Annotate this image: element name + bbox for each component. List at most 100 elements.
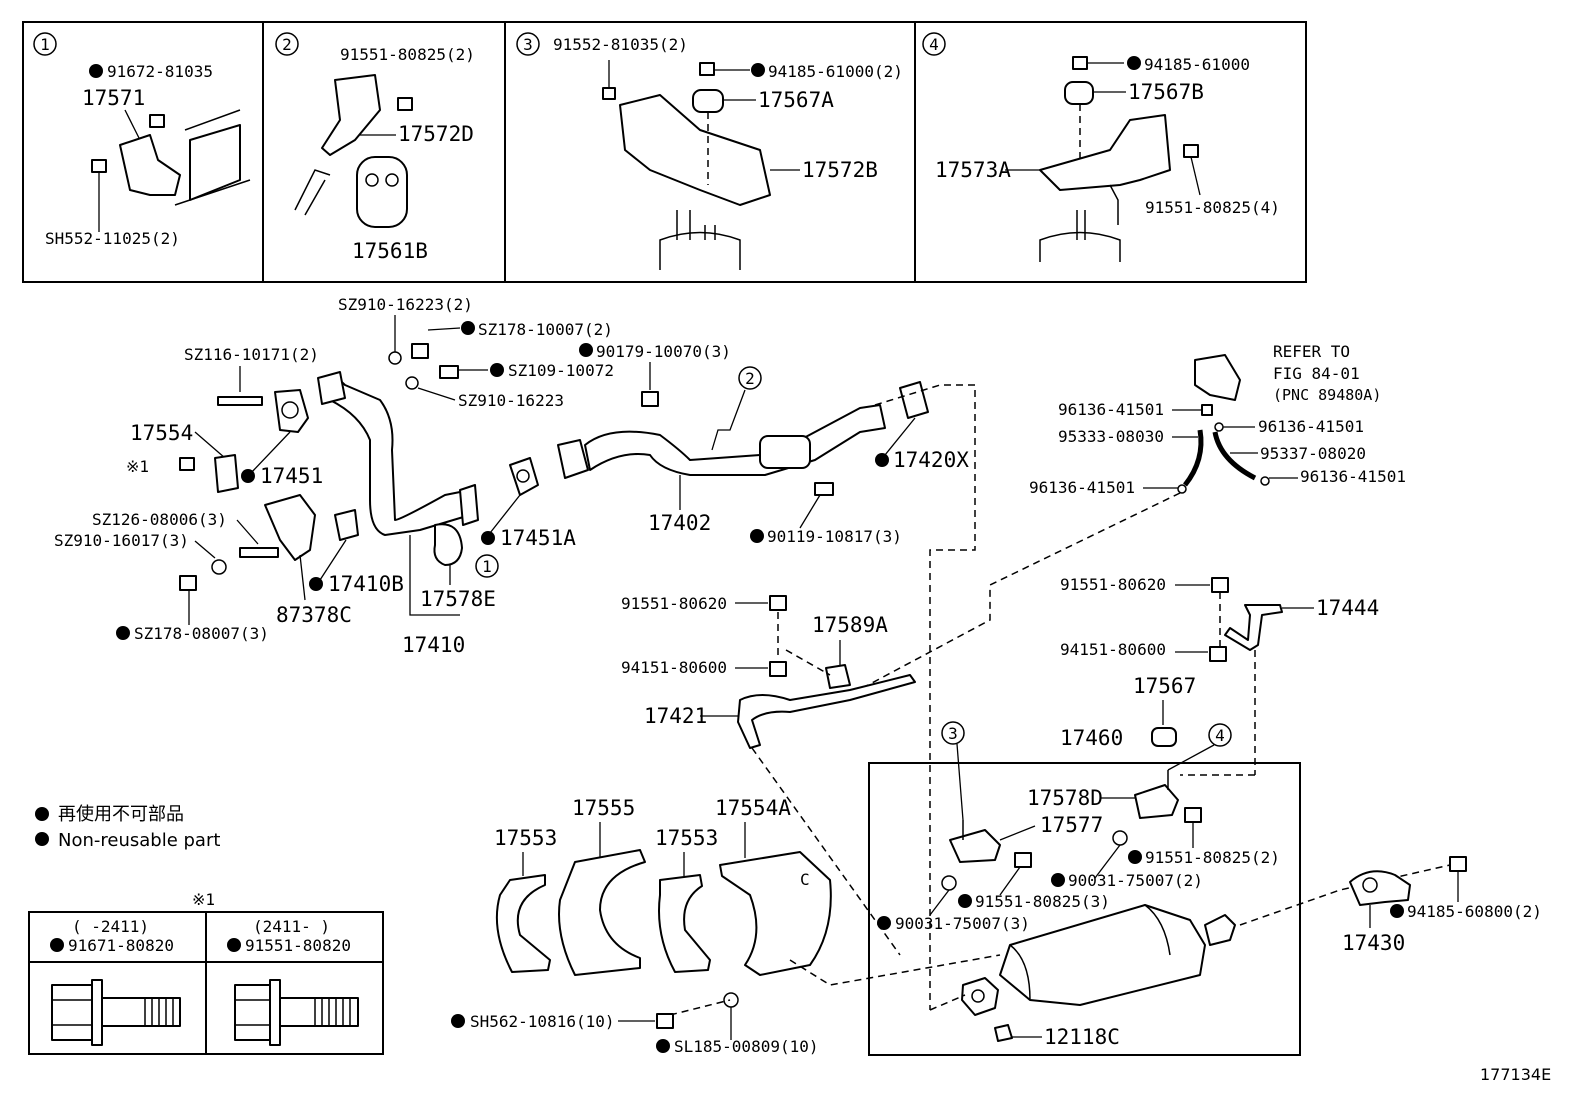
label: SZ126-08006(3): [92, 510, 227, 529]
legend-line-en: Non-reusable part: [58, 830, 220, 851]
part-91551-80825-4: 91551-80825(4): [1145, 198, 1280, 217]
label: SL185-00809(10): [674, 1037, 819, 1056]
sensor-connector: [1194, 354, 1241, 401]
front-pipe-group: SZ910-16223(2) SZ178-10007(2) SZ116-1017…: [54, 295, 614, 657]
bolt-91551-80820: [234, 979, 359, 1046]
label: SZ910-16223(2): [338, 295, 473, 314]
inset-4: 4 94185-61000 17567B 17573A 91551-80825(…: [922, 32, 1280, 262]
gasket-17420x: [899, 381, 929, 419]
label: 96136-41501: [1029, 478, 1135, 497]
inset-frame: [22, 21, 1307, 283]
part-sh552-11025: SH552-11025(2): [45, 229, 180, 248]
dpf-assembly-box: [868, 762, 1301, 1056]
bracket-17444: [1224, 604, 1283, 651]
legend: 再使用不可部品 Non-reusable part: [35, 804, 220, 851]
insulator-17553-right: [658, 874, 711, 973]
inset-1: 1 91672-81035 17571 SH552-11025(2): [33, 32, 251, 248]
label: 90179-10070(3): [596, 342, 731, 361]
label: SH562-10816(10): [470, 1012, 615, 1031]
gasket-17451: [274, 389, 309, 433]
gasket-17554: [214, 454, 239, 493]
insulator-17554a: [719, 851, 832, 976]
label: 94151-80600: [621, 658, 727, 677]
part-17573a: 17573A: [935, 158, 1011, 182]
bolt-table: ※1 ( -2411) 91671-80820 (2411- ) 91551-8…: [28, 890, 384, 1055]
svg-text:C: C: [800, 870, 810, 889]
diagram-id: 177134E: [1480, 1065, 1551, 1084]
dpf-inlet-flange: [961, 977, 999, 1016]
inset-1-number: 1: [40, 35, 50, 54]
label: SZ109-10072: [508, 361, 614, 380]
label: 91551-80620: [1060, 575, 1166, 594]
insulator-17555: [558, 849, 646, 976]
gasket-17410b: [334, 509, 359, 541]
label: (PNC 89480A): [1273, 386, 1381, 404]
part-17572b: 17572B: [802, 158, 878, 182]
legend-line-jp: 再使用不可部品: [58, 804, 184, 825]
part-17444: 17444: [1316, 596, 1379, 620]
ref-mark-1: ※1: [126, 457, 149, 476]
label: 96136-41501: [1258, 417, 1364, 436]
label: 96136-41501: [1058, 400, 1164, 419]
part-94185-61000: 94185-61000(2): [768, 62, 903, 81]
label: 90031-75007(2): [1068, 871, 1203, 890]
part-17553: 17553: [494, 826, 557, 850]
label: 90031-75007(3): [895, 914, 1030, 933]
bracket-group: 91551-80620 17589A 94151-80600 17421 915…: [621, 575, 1379, 749]
part-17571: 17571: [82, 86, 145, 110]
label: 90119-10817(3): [767, 527, 902, 546]
inset-3: 3 91552-81035(2) 94185-61000(2) 17567A 1…: [516, 32, 903, 270]
part-17410: 17410: [402, 633, 465, 657]
ref-circle-1: 1: [482, 557, 492, 576]
bolt-col2-range: (2411- ): [253, 917, 330, 936]
bolt: [149, 114, 165, 128]
label: 91551-80825(3): [975, 892, 1110, 911]
rubber-hanger: [356, 156, 408, 228]
label: REFER TO: [1273, 342, 1350, 361]
inset-4-number: 4: [929, 35, 939, 54]
insulator-17553-left: [495, 874, 551, 973]
part-17460: 17460: [1060, 726, 1123, 750]
part-12118c: 12118C: [1044, 1025, 1120, 1049]
inset-row: [22, 21, 1307, 283]
label: 94151-80600: [1060, 640, 1166, 659]
part-17578d: 17578D: [1027, 786, 1103, 810]
insulator-group: 17555 17554A 17553 17553 C SH562-10816(1…: [451, 747, 1001, 1056]
bolt-table-title: ※1: [192, 890, 215, 909]
part-17577: 17577: [1040, 813, 1103, 837]
part-94185-61000-b: 94185-61000: [1144, 55, 1250, 74]
inset-2: 2 91551-80825(2) 17572D 17561B: [275, 32, 475, 263]
label: SZ910-16223: [458, 391, 564, 410]
front-exhaust-pipe: [319, 375, 471, 536]
part-17554: 17554: [130, 421, 193, 445]
part-17567: 17567: [1133, 674, 1196, 698]
ref-circle-2: 2: [745, 369, 755, 388]
bracket-17577: [949, 829, 1001, 863]
part-17554a: 17554A: [715, 796, 791, 820]
bracket-17578d: [1134, 784, 1179, 819]
label: SZ910-16017(3): [54, 531, 189, 550]
label: 94185-60800(2): [1407, 902, 1542, 921]
bracket-17421: [737, 674, 916, 749]
ref-circle-3: 3: [948, 724, 958, 743]
resonator: [759, 435, 811, 469]
part-17451a: 17451A: [500, 526, 576, 550]
part-91552-81035: 91552-81035(2): [553, 35, 688, 54]
part-17567a: 17567A: [758, 88, 834, 112]
label: 91551-80620: [621, 594, 727, 613]
stud: [217, 396, 263, 406]
label: FIG 84-01: [1273, 364, 1360, 383]
part-91551-80825: 91551-80825(2): [340, 45, 475, 64]
part-17410b: 17410B: [328, 572, 404, 596]
label: 95333-08030: [1058, 427, 1164, 446]
bolt-91671-80820: [51, 979, 181, 1046]
part-17578e: 17578E: [420, 587, 496, 611]
center-pipe-group: 90179-10070(3) 2 17420X 17402 90119-1081…: [557, 342, 976, 1010]
part-17402: 17402: [648, 511, 711, 535]
label: SZ178-08007(3): [134, 624, 269, 643]
label: 91551-80825(2): [1145, 848, 1280, 867]
ref-circle-4: 4: [1215, 726, 1225, 745]
sensor-group: REFER TO FIG 84-01 (PNC 89480A) 96136-41…: [839, 342, 1406, 701]
label: 96136-41501: [1300, 467, 1406, 486]
dpf-group: 17460 3 4 17578D 17577 91551-80825(2) 90…: [868, 650, 1542, 1056]
